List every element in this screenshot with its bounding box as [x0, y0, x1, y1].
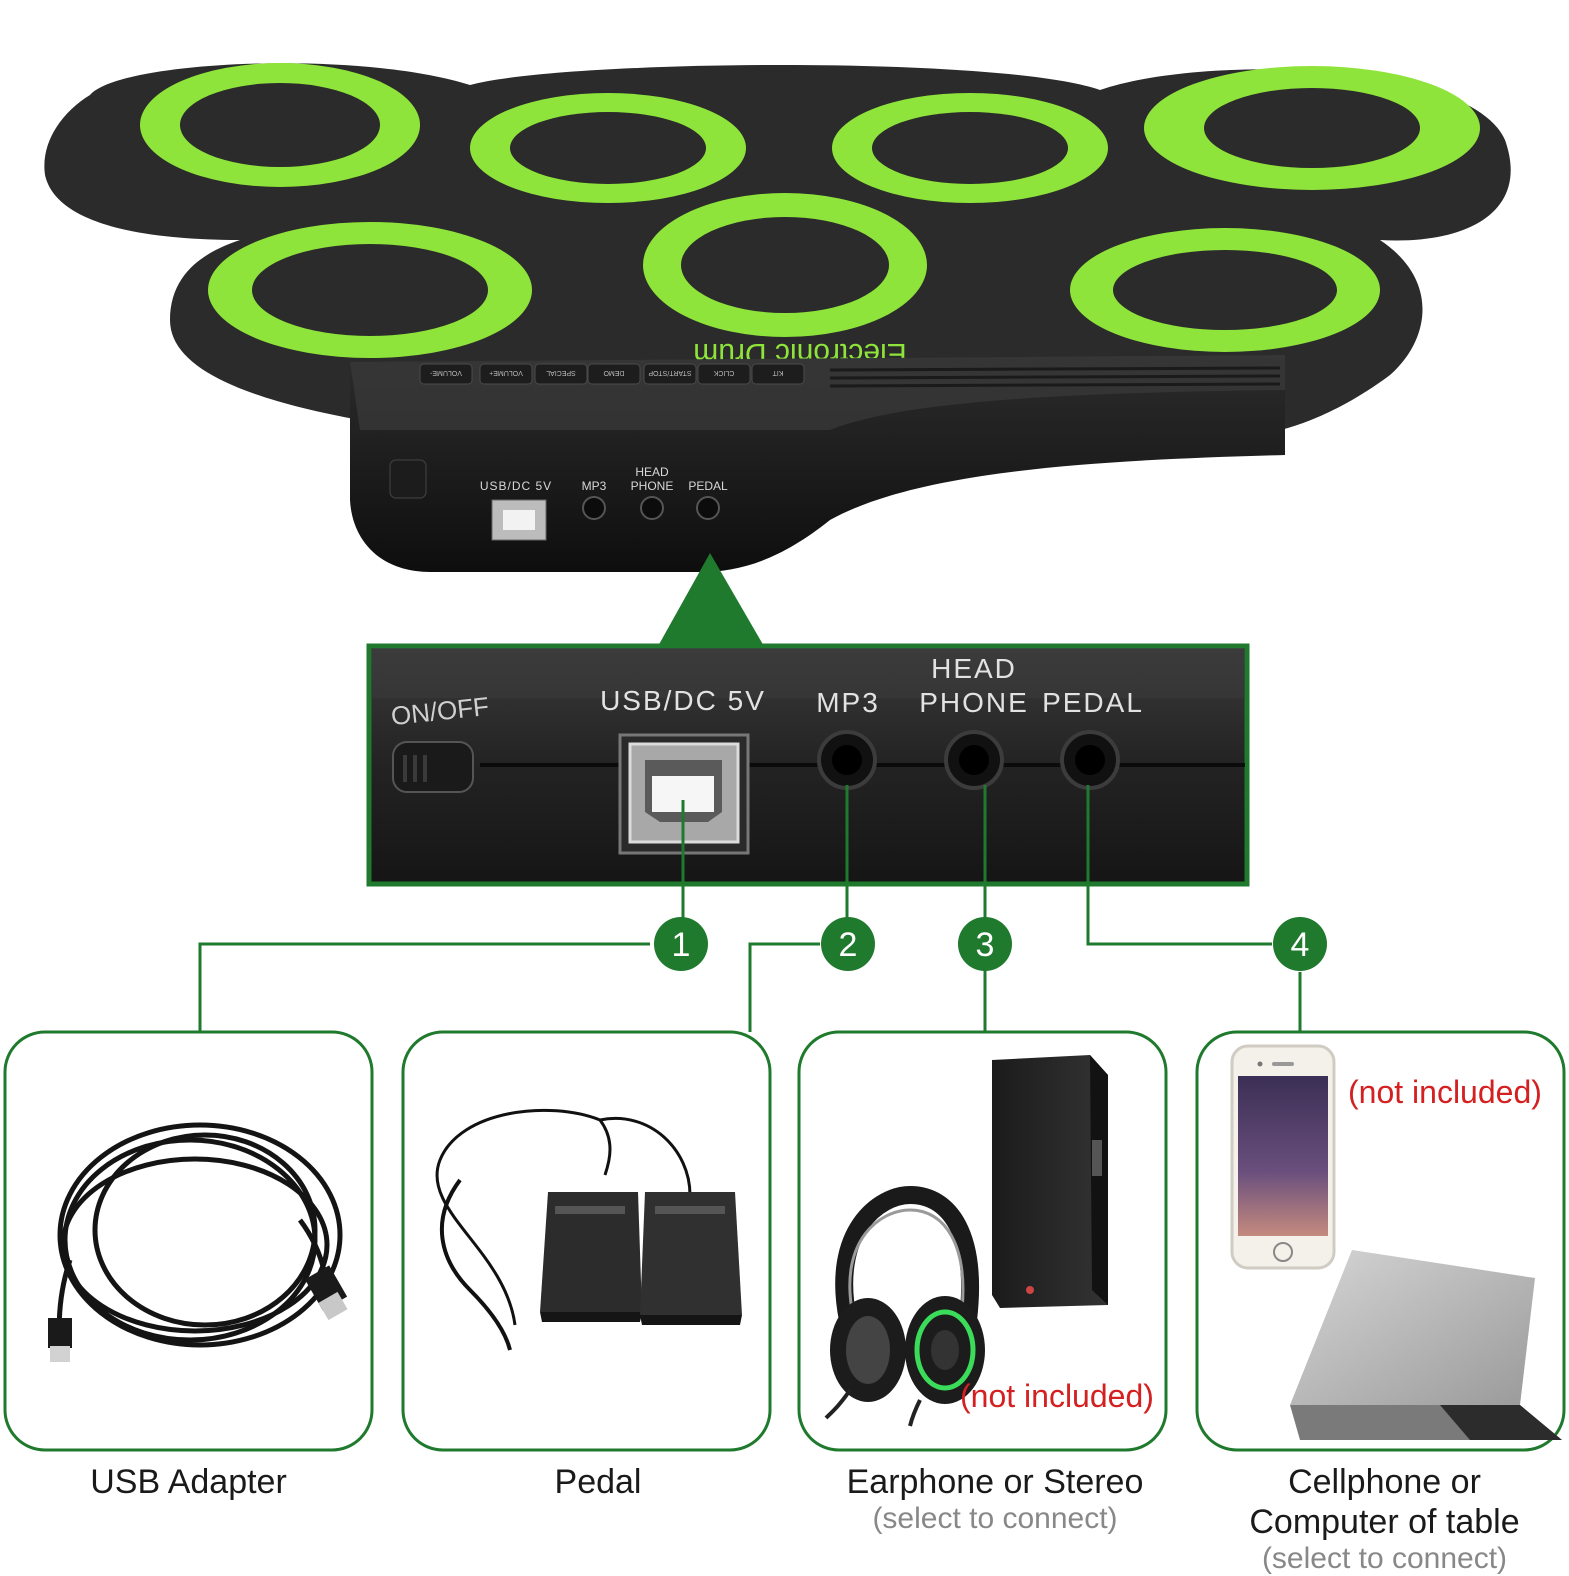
- zoom-usb-port[interactable]: [618, 733, 750, 855]
- device-usb-label: USB/DC 5V: [480, 479, 552, 493]
- device-head-label: HEAD: [635, 465, 669, 479]
- device-mp3-label: MP3: [582, 479, 607, 493]
- zoom-mp3-label: MP3: [816, 687, 880, 718]
- zoom-pointer: [657, 553, 765, 648]
- device-button-5[interactable]: START/STOP: [643, 363, 697, 385]
- device-button-label: SPECIAL: [546, 369, 576, 376]
- device-button-3[interactable]: SPECIAL: [534, 363, 588, 385]
- drum-pad-2[interactable]: [470, 93, 746, 203]
- device-button-6[interactable]: CLICK: [697, 363, 751, 385]
- caption-audio-title: Earphone or Stereo: [846, 1463, 1144, 1501]
- callout-badges: 1 2 3 4: [654, 917, 1327, 971]
- device-button-label: DEMO: [603, 369, 625, 376]
- drum-pad-1[interactable]: [140, 63, 420, 187]
- headphones-image: [824, 1185, 985, 1427]
- zoom-pedal-port[interactable]: [1060, 730, 1120, 790]
- laptop-image: [1290, 1250, 1562, 1440]
- caption-audio: Earphone or Stereo (select to connect): [790, 1462, 1200, 1536]
- callout-number: 3: [976, 926, 995, 964]
- pedal-image: [435, 1108, 742, 1351]
- side-power-switch[interactable]: [389, 459, 427, 499]
- caption-usb-title: USB Adapter: [90, 1463, 287, 1501]
- control-box: VOLUME- VOLUME+ SPECIAL DEMO START/STOP CLICK…: [350, 355, 1285, 572]
- caption-usb-adapter: USB Adapter: [5, 1462, 372, 1502]
- device-mp3-port[interactable]: [582, 496, 606, 520]
- device-button-1[interactable]: VOLUME-: [419, 363, 473, 385]
- caption-pedal-title: Pedal: [554, 1463, 642, 1501]
- item-box-usb: [3, 1030, 374, 1452]
- device-button-label: KIT: [772, 369, 784, 376]
- zoom-mp3-port[interactable]: [817, 730, 877, 790]
- not-included-note-audio: (not included): [960, 1378, 1154, 1414]
- device-button-2[interactable]: VOLUME+: [479, 363, 533, 385]
- caption-device-subtitle: (select to connect): [1261, 1542, 1508, 1575]
- caption-pedal: Pedal: [403, 1462, 793, 1502]
- caption-audio-subtitle: (select to connect): [872, 1502, 1118, 1535]
- drum-pad: Electronic Drum: [44, 63, 1511, 430]
- device-button-label: VOLUME-: [429, 369, 462, 376]
- zoom-phone-label: PHONE: [919, 687, 1029, 718]
- device-button-label: CLICK: [713, 369, 734, 376]
- drum-pad-6[interactable]: [643, 193, 927, 337]
- callout-badge-2: 2: [821, 917, 875, 971]
- callout-badge-4: 4: [1273, 917, 1327, 971]
- device-button-7[interactable]: KIT: [751, 363, 805, 385]
- callout-badge-3: 3: [958, 917, 1012, 971]
- usb-plug-a: [304, 1265, 348, 1321]
- zoom-headphone-port[interactable]: [944, 730, 1004, 790]
- drum-pad-3[interactable]: [832, 93, 1108, 203]
- device-headphone-port[interactable]: [640, 496, 664, 520]
- device-pedal-port[interactable]: [696, 496, 720, 520]
- usb-plug-b: [48, 1318, 72, 1362]
- caption-device-title-2: Computer of table: [1249, 1503, 1520, 1541]
- drum-pad-7[interactable]: [1070, 228, 1380, 352]
- zoom-panel: ON/OFF USB/DC 5V MP3 HEAD PHONE PEDAL: [366, 643, 1250, 887]
- drum-pad-5[interactable]: [208, 222, 532, 358]
- callout-number: 1: [672, 926, 691, 964]
- drum-pad-4[interactable]: [1144, 66, 1480, 190]
- device-button-label: START/STOP: [648, 369, 692, 376]
- callout-badge-1: 1: [654, 917, 708, 971]
- device-button-4[interactable]: DEMO: [587, 363, 641, 385]
- caption-device-title-1: Cellphone or: [1288, 1463, 1481, 1501]
- speaker-grille: [829, 366, 1281, 388]
- device-phone-label: PHONE: [631, 479, 674, 493]
- control-button-row: VOLUME- VOLUME+ SPECIAL DEMO START/STOP CLICK…: [419, 363, 805, 385]
- callout-number: 4: [1291, 926, 1310, 964]
- device-button-label: VOLUME+: [489, 369, 523, 376]
- caption-device: Cellphone or Computer of table (select t…: [1200, 1462, 1569, 1576]
- zoom-pedal-label: PEDAL: [1042, 687, 1144, 718]
- zoom-usb-label: USB/DC 5V: [600, 685, 766, 716]
- zoom-head-label: HEAD: [931, 653, 1017, 684]
- not-included-note-device: (not included): [1348, 1074, 1542, 1110]
- device-pedal-label: PEDAL: [688, 479, 728, 493]
- phone-image: [1230, 1044, 1336, 1270]
- callout-number: 2: [839, 926, 858, 964]
- speaker-image: [992, 1055, 1108, 1308]
